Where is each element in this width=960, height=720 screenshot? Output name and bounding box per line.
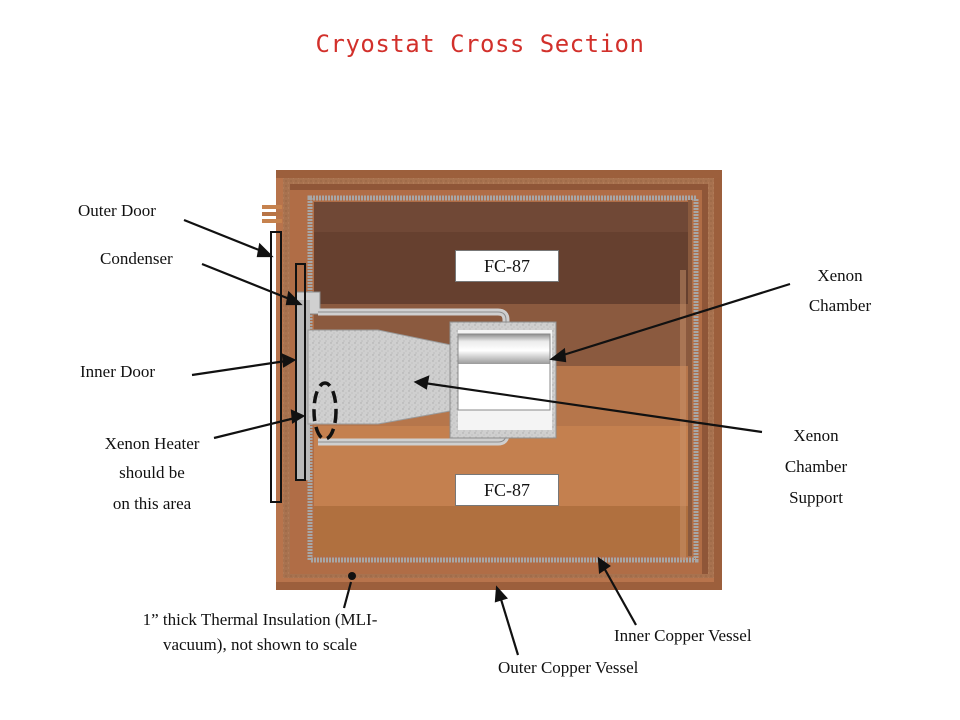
- label-xenon-chamber-support-3: Support: [789, 488, 843, 507]
- label-xenon-chamber-2: Chamber: [808, 296, 872, 315]
- outer-door-outline: [270, 231, 282, 503]
- label-xenon-heater-3: on this area: [112, 494, 192, 513]
- label-xenon-heater-1: Xenon Heater: [104, 434, 200, 453]
- label-xenon-chamber-support-2: Chamber: [784, 457, 848, 476]
- inner-door-outline: [295, 263, 306, 481]
- fc87-top-label: FC-87: [455, 250, 559, 282]
- label-outer-door: Outer Door: [78, 201, 156, 220]
- label-inner-copper-vessel: Inner Copper Vessel: [614, 626, 752, 645]
- fc87-bottom-label: FC-87: [455, 474, 559, 506]
- label-insulation-2: vacuum), not shown to scale: [162, 635, 358, 654]
- insulation-marker-dot: [348, 572, 356, 580]
- xenon-chamber-support: [307, 329, 457, 425]
- diagram-title: Cryostat Cross Section: [315, 30, 645, 58]
- pointer-lines: [183, 218, 791, 656]
- label-inner-door: Inner Door: [80, 362, 156, 381]
- label-insulation-1: 1” thick Thermal Insulation (MLI-: [142, 610, 378, 629]
- xenon-chamber: [457, 333, 551, 411]
- label-xenon-chamber-support-1: Xenon: [793, 426, 839, 445]
- inner-door: [296, 300, 310, 480]
- label-outer-copper-vessel: Outer Copper Vessel: [498, 658, 639, 677]
- label-condenser: Condenser: [100, 249, 173, 268]
- label-xenon-heater-2: should be: [119, 463, 185, 482]
- xenon-heater-area: [312, 381, 338, 441]
- label-xenon-chamber-1: Xenon: [817, 266, 863, 285]
